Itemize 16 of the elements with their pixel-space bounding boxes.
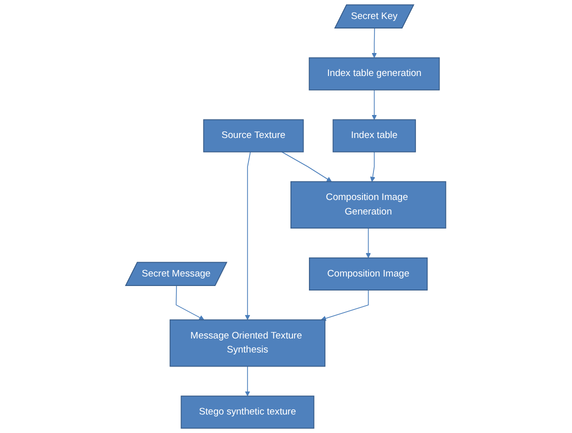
arrow [245, 152, 252, 320]
arrow [321, 290, 369, 321]
node-box: Stego synthetic texture [181, 396, 315, 429]
node-box: Index table [332, 119, 416, 152]
arrow [372, 28, 378, 58]
arrow [366, 228, 372, 258]
node-box: Source Texture [204, 119, 304, 152]
arrow [372, 90, 378, 120]
arrow [370, 152, 376, 182]
node-box: Message Oriented Texture Synthesis [170, 319, 326, 367]
node-box: Composition Image [309, 257, 428, 290]
node-box: Index table generation [309, 57, 440, 90]
node-box: Composition Image Generation [290, 181, 446, 229]
arrow [176, 286, 205, 320]
arrow [245, 366, 250, 396]
arrow [282, 152, 332, 182]
